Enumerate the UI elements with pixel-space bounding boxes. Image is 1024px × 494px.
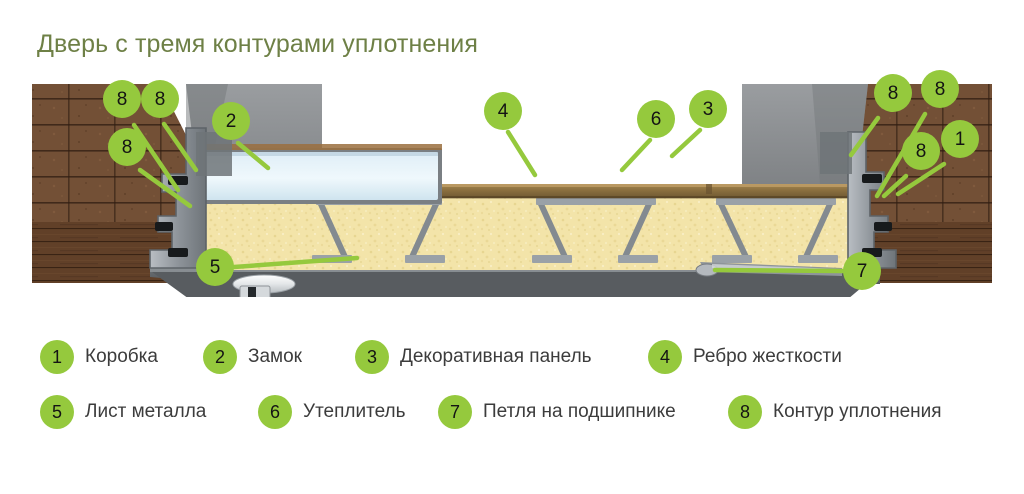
legend-item-insulation[interactable]: 6 Утеплитель [258,395,406,429]
diagram-callout-1[interactable]: 1 [941,120,979,158]
seal-contour-2 [155,222,173,231]
diagram-callout-8[interactable]: 8 [108,128,146,166]
diagram-callout-5[interactable]: 5 [196,248,234,286]
legend-item-decorative-panel[interactable]: 3 Декоративная панель [355,340,592,374]
legend-item-sealing-contour[interactable]: 8 Контур уплотнения [728,395,942,429]
diagram-callout-8[interactable]: 8 [103,80,141,118]
diagram-callout-7[interactable]: 7 [843,252,881,290]
legend-label-7: Петля на подшипнике [483,401,676,422]
legend-label-2: Замок [248,346,302,367]
legend-label-8: Контур уплотнения [773,401,942,422]
legend-label-5: Лист металла [85,401,207,422]
diagram-callout-8[interactable]: 8 [921,70,959,108]
diagram-callout-3[interactable]: 3 [689,90,727,128]
legend-label-4: Ребро жесткости [693,346,842,367]
stiffening-ribs-group [317,200,834,259]
legend: 1 Коробка 2 Замок 3 Декоративная панель 4 Ребро… [0,340,1024,450]
diagram-callout-8[interactable]: 8 [902,132,940,170]
leader-line-6 [619,137,653,173]
leader-line-1 [895,161,947,197]
leader-line-8 [161,121,199,173]
diagram-callout-6[interactable]: 6 [637,100,675,138]
leader-line-7 [712,267,846,274]
legend-item-frame[interactable]: 1 Коробка [40,340,158,374]
seal-contour-6 [862,174,882,183]
leader-line-8 [137,167,193,209]
legend-badge-3: 3 [355,340,389,374]
diagram-callout-8[interactable]: 8 [141,80,179,118]
leader-line-8 [848,115,881,158]
leader-line-4 [505,129,538,178]
right-frame-seals-group [820,131,897,269]
legend-badge-1: 1 [40,340,74,374]
leader-line-8 [874,111,928,199]
legend-label-1: Коробка [85,346,158,367]
door-handle-group [232,274,296,297]
legend-badge-4: 4 [648,340,682,374]
legend-badge-7: 7 [438,395,472,429]
leader-line-5 [231,255,360,270]
legend-label-3: Декоративная панель [400,346,592,367]
legend-item-metal-sheet[interactable]: 5 Лист металла [40,395,206,429]
legend-badge-2: 2 [203,340,237,374]
leader-line-2 [235,140,271,171]
leader-line-3 [669,127,703,159]
legend-item-lock[interactable]: 2 Замок [203,340,302,374]
legend-row-1: 1 Коробка 2 Замок 3 Декоративная панель 4 Ребро… [0,340,1024,395]
legend-row-2: 5 Лист металла 6 Утеплитель 7 Петля на подшип… [0,395,1024,450]
legend-badge-5: 5 [40,395,74,429]
lock-group [196,144,442,204]
diagram-callout-2[interactable]: 2 [212,102,250,140]
seal-contour-5 [874,222,892,231]
legend-item-bearing-hinge[interactable]: 7 Петля на подшипнике [438,395,676,429]
diagram-callout-8[interactable]: 8 [874,74,912,112]
legend-badge-6: 6 [258,395,292,429]
legend-label-6: Утеплитель [303,401,406,422]
diagram-callout-4[interactable]: 4 [484,92,522,130]
page-title: Дверь с тремя контурами уплотнения [37,30,478,58]
legend-badge-8: 8 [728,395,762,429]
seal-contour-1 [168,248,188,257]
diagram-artwork [32,84,992,297]
legend-item-stiffening-rib[interactable]: 4 Ребро жесткости [648,340,842,374]
leader-line-8 [881,173,909,199]
